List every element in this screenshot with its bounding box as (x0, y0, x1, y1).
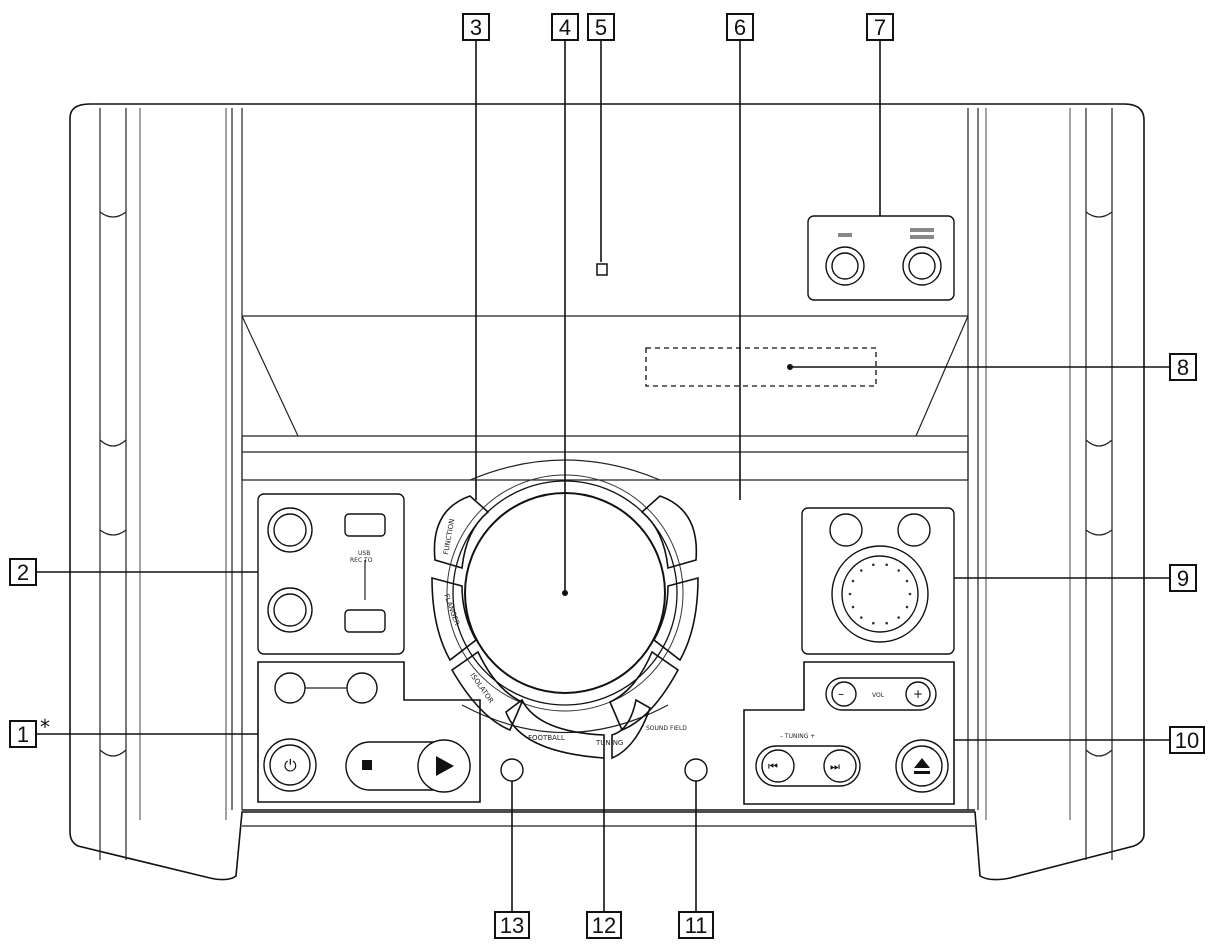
svg-text:5: 5 (595, 15, 607, 40)
callout-9: 9 (1169, 564, 1197, 592)
vol-label: VOL (872, 692, 885, 699)
eject-icon (914, 758, 930, 768)
svg-text:⏮: ⏮ (768, 760, 778, 773)
volume-dot (885, 563, 888, 567)
volume-dot (860, 616, 863, 619)
left-upper-controls: USB REC TO (257, 493, 405, 655)
svg-text:10: 10 (1175, 728, 1199, 753)
volume-dot (908, 592, 912, 596)
sound-field-label: SOUND FIELD (646, 725, 687, 732)
leader-lines (36, 40, 1170, 912)
callout-1-star: * (40, 715, 50, 739)
display-window (645, 347, 877, 387)
volume-dot (851, 579, 855, 583)
right-handle (985, 108, 1113, 860)
volume-dot (848, 592, 852, 596)
callout-10: 10 (1169, 726, 1205, 754)
left-handle (99, 108, 227, 860)
jack-panel (807, 215, 955, 301)
volume-knob-dots (848, 563, 912, 625)
play-icon (436, 756, 454, 776)
volume-dot (897, 569, 900, 572)
svg-text:12: 12 (592, 913, 616, 938)
football-label: FOOTBALL (528, 734, 565, 742)
svg-text:13: 13 (500, 913, 524, 938)
right-upper-controls (801, 507, 955, 655)
callout-1: 1 * (9, 715, 50, 748)
right-lower-controls: – + VOL ⏮ ⏭ – TUNING + (743, 661, 955, 805)
tuning-label: TUNING (595, 739, 623, 747)
callout-13: 13 (494, 911, 530, 939)
stop-icon (362, 760, 372, 770)
power-icon: ⏻ (284, 756, 297, 775)
volume-dot (897, 616, 900, 619)
volume-dot (905, 579, 909, 583)
svg-text:3: 3 (470, 15, 482, 40)
volume-dot (885, 621, 888, 625)
callout-2: 2 (9, 558, 37, 586)
svg-text:⏭: ⏭ (830, 760, 840, 773)
callout-5: 5 (587, 13, 615, 41)
flanger-label: FLANGER (442, 593, 461, 627)
rec-to-label: REC TO (350, 557, 373, 564)
svg-text:8: 8 (1177, 355, 1189, 380)
svg-text:+: + (913, 687, 923, 701)
svg-text:11: 11 (685, 913, 708, 938)
volume-dot (851, 605, 855, 609)
cabinet (69, 103, 1145, 881)
svg-text:–: – (838, 687, 844, 701)
callout-3: 3 (462, 13, 490, 41)
callout-7: 7 (866, 13, 894, 41)
callout-11: 11 (678, 911, 714, 939)
remote-sensor (596, 263, 608, 276)
callout-4: 4 (551, 13, 579, 41)
callout-8: 8 (1169, 353, 1197, 381)
left-lower-controls: ⏻ (257, 661, 481, 803)
svg-text:2: 2 (17, 560, 29, 585)
button-13 (500, 758, 524, 782)
volume-dot (860, 569, 863, 572)
svg-text:4: 4 (559, 15, 571, 40)
svg-text:1: 1 (17, 722, 29, 747)
callout-6: 6 (726, 13, 754, 41)
volume-dot (872, 621, 875, 625)
volume-dot (872, 563, 875, 567)
tuning-minus-plus-label: – TUNING + (780, 733, 815, 740)
volume-dot (905, 605, 909, 609)
svg-text:9: 9 (1177, 566, 1189, 591)
callout-12: 12 (586, 911, 622, 939)
function-label: FUNCTION (442, 518, 456, 555)
svg-text:6: 6 (734, 15, 746, 40)
usb-label: USB (358, 550, 370, 557)
button-11 (684, 758, 708, 782)
svg-text:7: 7 (874, 15, 886, 40)
